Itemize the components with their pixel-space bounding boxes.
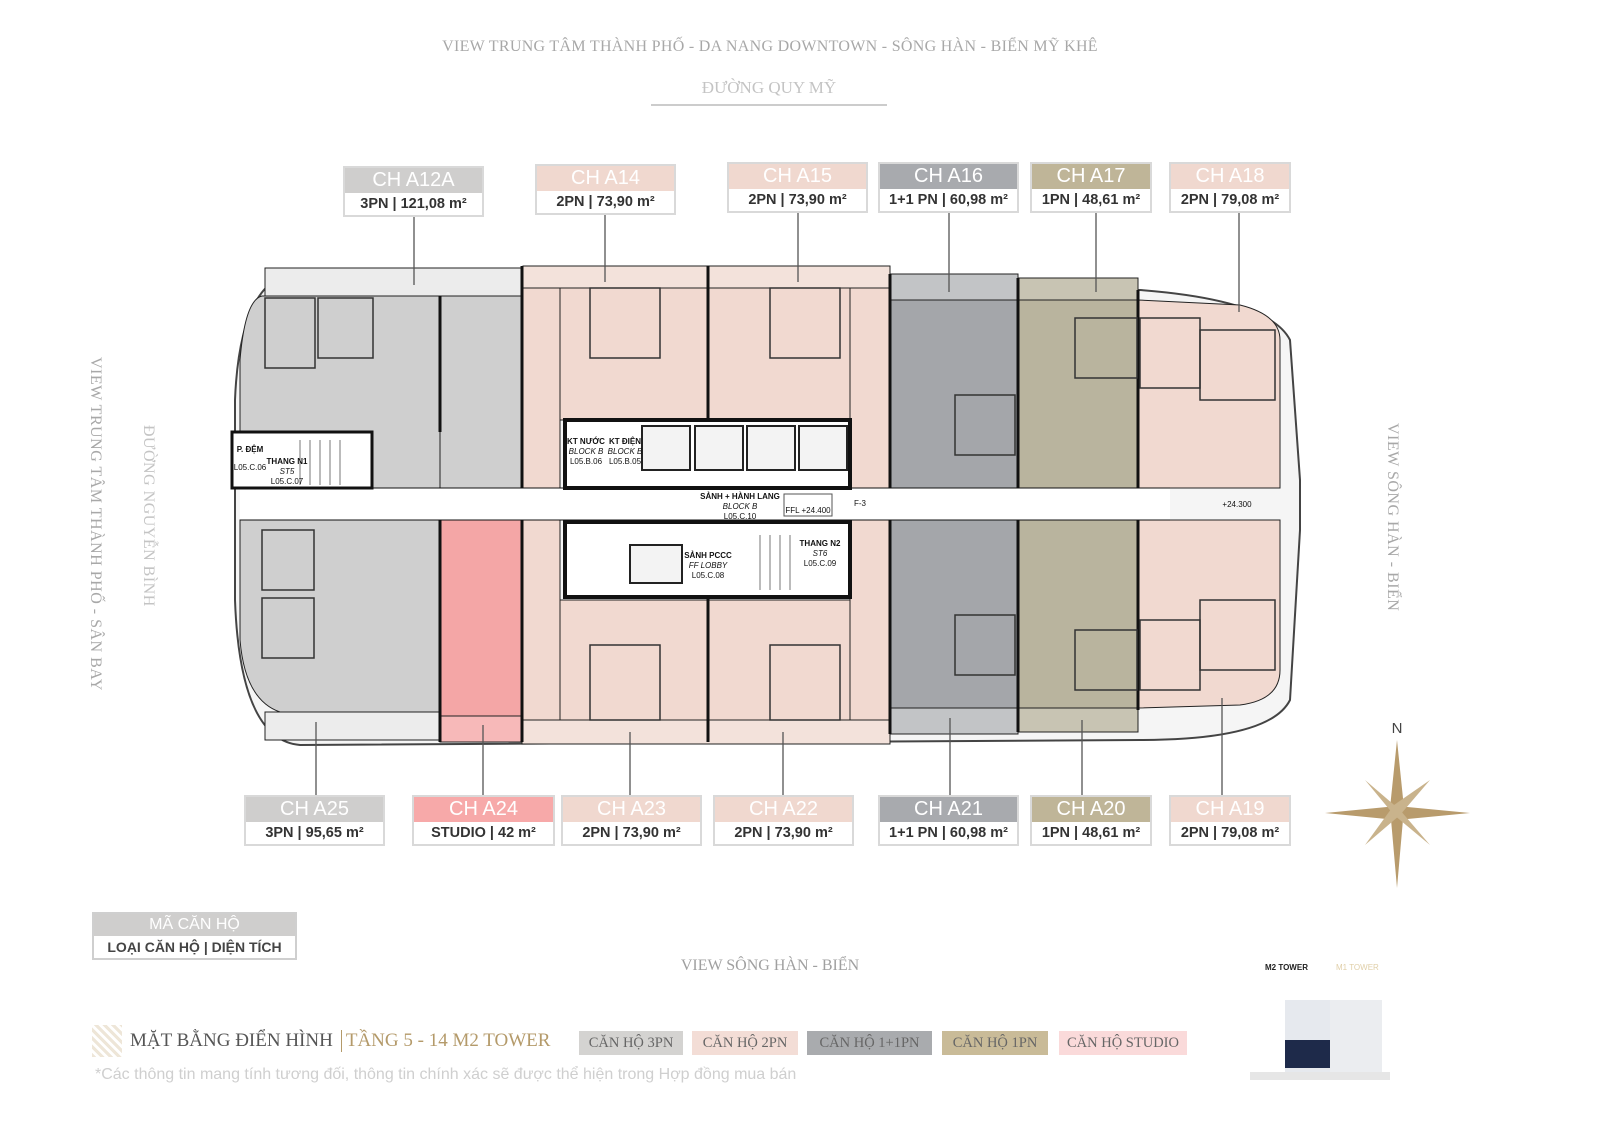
unit-label-a16[interactable]: CH A16 1+1 PN | 60,98 m²: [878, 162, 1019, 213]
pattern-icon: [92, 1025, 122, 1057]
pccc-label: SẢNH PCCC: [684, 551, 732, 560]
unit-a21-area: [889, 519, 1019, 709]
unit-code: CH A24: [414, 797, 553, 822]
kt-dien-label: KT ĐIỆN: [609, 437, 641, 446]
compass-north-label: N: [1392, 720, 1403, 737]
unit-a20-area: [1017, 519, 1139, 709]
unit-label-a14[interactable]: CH A14 2PN | 73,90 m²: [535, 164, 676, 215]
kt-nuoc-label: KT NƯỚC: [567, 437, 605, 446]
unit-info: 2PN | 73,90 m²: [556, 194, 655, 210]
unit-label-a22[interactable]: CH A22 2PN | 73,90 m²: [713, 795, 854, 846]
unit-info: 2PN | 79,08 m²: [1180, 192, 1280, 208]
unit-code: CH A16: [880, 164, 1017, 189]
unit-a25-area: [239, 519, 441, 713]
lobby-label: SẢNH + HÀNH LANG: [700, 492, 780, 501]
m2-tower-label: M2 TOWER: [1265, 963, 1308, 972]
unit-code: CH A25: [246, 797, 383, 822]
unit-code: CH A12A: [345, 168, 482, 193]
plan-title: MẶT BẰNG ĐIỂN HÌNH TẦNG 5 - 14 M2 TOWER: [92, 1025, 550, 1057]
unit-code: CH A20: [1032, 797, 1150, 822]
unit-info: 3PN | 95,65 m²: [265, 825, 364, 841]
unit-code: CH A17: [1032, 164, 1150, 189]
f3-marker: F-3: [854, 499, 867, 508]
unit-info: 2PN | 73,90 m²: [582, 825, 681, 841]
stair1-code-label: L05.C.07: [271, 477, 304, 486]
level-right-label: +24.300: [1222, 500, 1252, 509]
unit-info: 2PN | 73,90 m²: [748, 192, 847, 208]
unit-a18-area: [1137, 299, 1281, 489]
unit-code: CH A15: [729, 164, 866, 189]
stair2-code-label: L05.C.09: [804, 559, 837, 568]
unit-a12a-area-2: [439, 295, 523, 489]
stair1-label: THANG N1: [267, 457, 308, 466]
legend-key-info: LOẠI CĂN HỘ | DIỆN TÍCH: [107, 939, 282, 955]
unit-info: 1PN | 48,61 m²: [1041, 192, 1141, 208]
legend-3pn: CĂN HỘ 3PN: [579, 1031, 683, 1055]
tower-thumbnails: [1250, 1000, 1390, 1080]
view-top-label: VIEW TRUNG TÂM THÀNH PHỐ - DA NANG DOWNT…: [442, 38, 1098, 55]
unit-info: 1PN | 48,61 m²: [1041, 825, 1141, 841]
compass-icon: N: [1325, 720, 1470, 888]
stair2-label: THANG N2: [800, 539, 841, 548]
kt-dien-code: L05.B.05: [609, 457, 642, 466]
plan-title-floor: TẦNG 5 - 14 M2 TOWER: [340, 1030, 550, 1052]
unit-code: CH A14: [537, 166, 674, 191]
p-dem-code: L05.C.06: [234, 463, 267, 472]
bottom-view-label: VIEW SÔNG HÀN - BIỂN: [680, 957, 860, 974]
unit-label-a15[interactable]: CH A15 2PN | 73,90 m²: [727, 162, 868, 213]
unit-label-a25[interactable]: CH A25 3PN | 95,65 m²: [244, 795, 385, 846]
unit-code: CH A23: [563, 797, 700, 822]
unit-label-a21[interactable]: CH A21 1+1 PN | 60,98 m²: [878, 795, 1019, 846]
left-road-label: ĐƯỜNG NGUYỄN BÌNH: [140, 425, 157, 607]
unit-info: 2PN | 79,08 m²: [1180, 825, 1280, 841]
legend-2pn: CĂN HỘ 2PN: [692, 1031, 798, 1055]
disclaimer-note: *Các thông tin mang tính tương đối, thôn…: [95, 1066, 797, 1083]
m1-tower-label: M1 TOWER: [1336, 963, 1379, 972]
unit-a16-area: [889, 299, 1019, 489]
lobby-block-label: BLOCK B: [723, 502, 758, 511]
unit-code: CH A19: [1171, 797, 1289, 822]
right-view-label: VIEW SÔNG HÀN - BIỂN: [1384, 423, 1401, 612]
unit-code: CH A22: [715, 797, 852, 822]
unit-label-a17[interactable]: CH A17 1PN | 48,61 m²: [1030, 162, 1152, 213]
legend-1pn: CĂN HỘ 1PN: [942, 1031, 1048, 1055]
unit-a17-area: [1017, 299, 1139, 489]
unit-a24-area: [439, 519, 523, 717]
unit-label-a18[interactable]: CH A18 2PN | 79,08 m²: [1169, 162, 1291, 213]
p-dem-label: P. ĐỆM: [237, 445, 264, 454]
pccc-sub-label: FF LOBBY: [689, 561, 728, 570]
unit-info: STUDIO | 42 m²: [431, 825, 536, 841]
unit-label-a20[interactable]: CH A20 1PN | 48,61 m²: [1030, 795, 1152, 846]
unit-info: 2PN | 73,90 m²: [734, 825, 833, 841]
road-top-label: ĐƯỜNG QUY MỸ: [651, 78, 887, 106]
unit-code: CH A18: [1171, 164, 1289, 189]
stair1-sub-label: ST5: [280, 467, 295, 476]
kt-nuoc-code: L05.B.06: [570, 457, 603, 466]
unit-info: 3PN | 121,08 m²: [360, 196, 467, 212]
unit-label-a19[interactable]: CH A19 2PN | 79,08 m²: [1169, 795, 1291, 846]
legend-key: MÃ CĂN HỘ LOẠI CĂN HỘ | DIỆN TÍCH: [92, 912, 297, 960]
left-view-label: VIEW TRUNG TÂM THÀNH PHỐ - SÂN BAY: [87, 357, 104, 691]
legend-1plus1pn: CĂN HỘ 1+1PN: [807, 1031, 932, 1055]
stair2-sub-label: ST6: [813, 549, 828, 558]
lobby-code-label: L05.C.10: [724, 512, 757, 521]
plan-title-main: MẶT BẰNG ĐIỂN HÌNH: [130, 1030, 333, 1051]
kt-dien-block: BLOCK B: [608, 447, 643, 456]
unit-info: 1+1 PN | 60,98 m²: [889, 192, 1008, 208]
unit-label-a12a[interactable]: CH A12A 3PN | 121,08 m²: [343, 166, 484, 217]
unit-info: 1+1 PN | 60,98 m²: [889, 825, 1008, 841]
unit-a19-area: [1137, 519, 1281, 709]
unit-label-a23[interactable]: CH A23 2PN | 73,90 m²: [561, 795, 702, 846]
unit-code: CH A21: [880, 797, 1017, 822]
legend-key-code: MÃ CĂN HỘ: [94, 914, 295, 936]
ffl-label: FFL +24.400: [785, 506, 831, 515]
pccc-code-label: L05.C.08: [692, 571, 725, 580]
legend-studio: CĂN HỘ STUDIO: [1059, 1031, 1187, 1055]
kt-nuoc-block: BLOCK B: [569, 447, 604, 456]
